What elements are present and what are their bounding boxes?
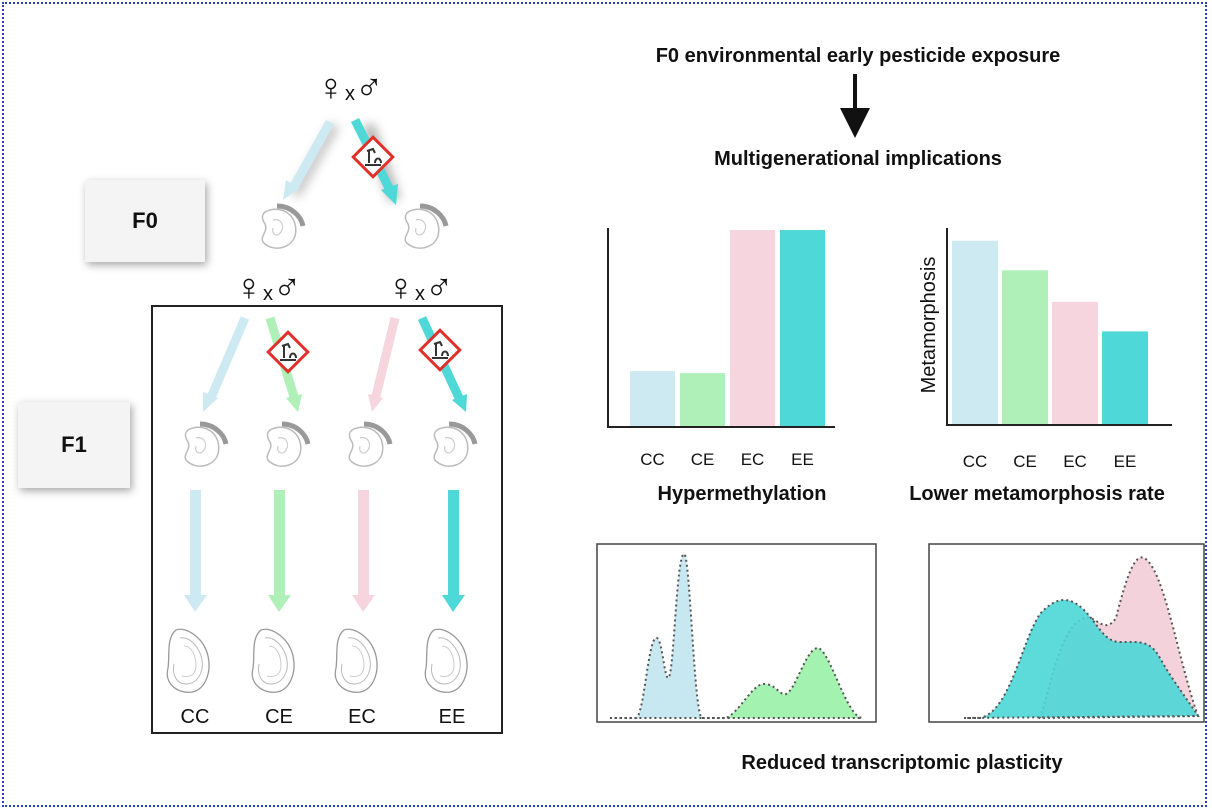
female-symbol: ♀: [387, 267, 416, 309]
tick-label-cc: CC: [640, 450, 665, 469]
tick-label-ce: CE: [691, 450, 715, 469]
bar-ee: [780, 230, 825, 426]
tick-label-ec: EC: [1063, 452, 1087, 471]
cross-x: x: [263, 283, 273, 305]
group-label-ce: CE: [265, 706, 293, 728]
methylation-caption: Hypermethylation: [658, 483, 827, 505]
f1-box: [151, 305, 503, 734]
bar-cc: [630, 371, 675, 426]
tick-label-cc: CC: [963, 452, 988, 471]
male-symbol: ♂: [355, 67, 384, 109]
oyster-icon: [424, 628, 468, 693]
tick-label-ec: EC: [741, 450, 765, 469]
male-symbol: ♂: [425, 267, 454, 309]
bar-cc: [952, 240, 998, 424]
larva-icon: [262, 206, 303, 248]
density-plot-exposed: [928, 543, 1205, 723]
tick-label-ce: CE: [1013, 452, 1037, 471]
female-symbol: ♀: [317, 67, 346, 109]
male-symbol: ♂: [273, 267, 302, 309]
oyster-icon: [166, 628, 210, 693]
transcriptomic-caption: Reduced transcriptomic plasticity: [741, 752, 1063, 774]
larva-icon: [185, 424, 226, 466]
methylation-chart: CC CE EC EE: [607, 228, 835, 469]
metamorphosis-caption: Lower metamorphosis rate: [909, 483, 1165, 505]
group-label-cc: CC: [181, 706, 210, 728]
tick-label-ee: EE: [791, 450, 814, 469]
generation-f1-label: F1: [18, 402, 130, 488]
parent-cross-f0: ♀x♂: [317, 67, 384, 109]
parent-cross-f1-exposed: ♀x♂: [387, 267, 454, 309]
density-plot-control: [596, 543, 877, 723]
oyster-icon: [251, 628, 295, 693]
bar-ec: [1052, 301, 1098, 424]
larva-icon: [434, 424, 475, 466]
group-label-ec: EC: [348, 706, 376, 728]
bar-ce: [1002, 270, 1048, 424]
arrow-down-icon: [840, 74, 870, 138]
bar-ec: [730, 230, 775, 426]
cross-x: x: [345, 83, 355, 105]
metamorphosis-ylabel: Metamorphosis: [918, 257, 940, 394]
oyster-icon: [334, 628, 378, 693]
exposure-title: F0 environmental early pesticide exposur…: [656, 45, 1061, 67]
parent-cross-f1-control: ♀x♂: [235, 267, 302, 309]
cross-x: x: [415, 283, 425, 305]
development-arrows: [184, 490, 465, 612]
bar-ce: [680, 373, 725, 426]
tick-label-ee: EE: [1114, 452, 1137, 471]
implications-title: Multigenerational implications: [714, 148, 1002, 170]
larva-icon: [349, 424, 390, 466]
larva-icon: [267, 424, 308, 466]
bar-ee: [1102, 331, 1148, 424]
metamorphosis-chart: CC CE EC EE: [946, 228, 1172, 471]
f1-arrows: [203, 316, 467, 412]
larva-icon: [405, 206, 446, 248]
female-symbol: ♀: [235, 267, 264, 309]
group-label-ee: EE: [439, 706, 466, 728]
generation-f0-label: F0: [85, 180, 205, 262]
